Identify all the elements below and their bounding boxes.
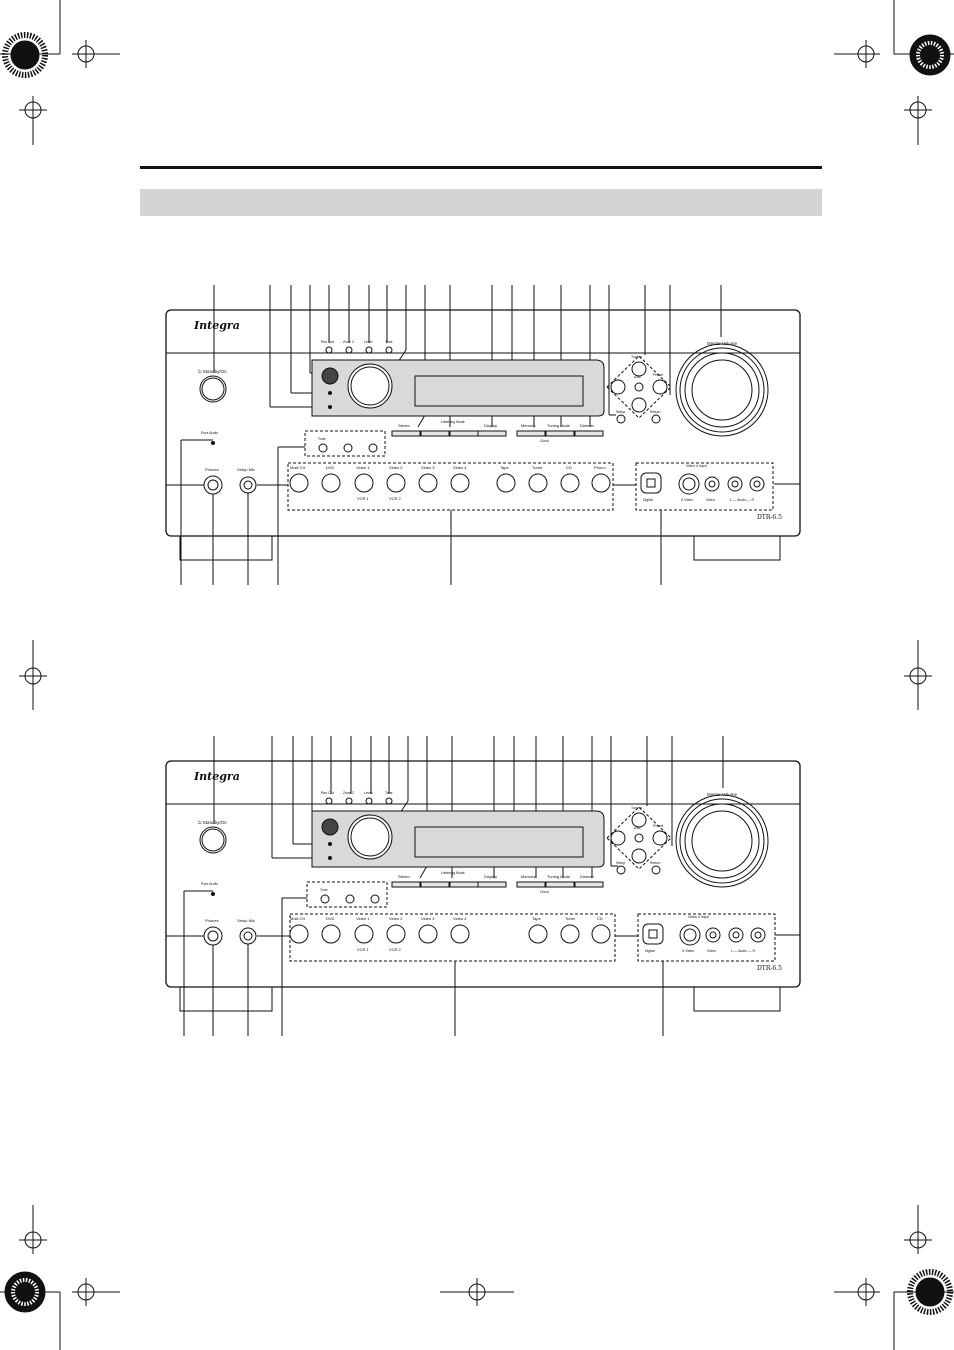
input-buttons-top bbox=[289, 473, 611, 493]
svg-text:Video 1: Video 1 bbox=[356, 916, 370, 921]
setup-mic-label: Setup Mic bbox=[237, 467, 255, 472]
svg-text:Video 1: Video 1 bbox=[356, 465, 370, 470]
phones-label: Phones bbox=[205, 467, 219, 472]
svg-text:Tape: Tape bbox=[532, 916, 541, 921]
video-label-2: Video bbox=[707, 949, 716, 953]
memory-label: Memory bbox=[521, 423, 535, 428]
svg-text:VCR 2: VCR 2 bbox=[389, 496, 402, 501]
svg-text:Tuner: Tuner bbox=[532, 465, 543, 470]
input-labels-bottom: Multi CH DVD Video 1 Video 2 Video 3 Vid… bbox=[290, 916, 603, 952]
level-label: Level bbox=[364, 340, 373, 344]
tone-label-2: Tone bbox=[385, 791, 393, 795]
audio-lr-label: L — Audio — R bbox=[730, 498, 754, 502]
enter-label-2: Enter bbox=[634, 826, 641, 830]
pure-audio-label-2: Pure Audio bbox=[201, 882, 218, 886]
svg-text:Multi CH: Multi CH bbox=[290, 465, 305, 470]
svg-text:Video 4: Video 4 bbox=[453, 465, 467, 470]
video-input-label: Video 4 Input bbox=[686, 464, 707, 468]
level-label-2: Level bbox=[364, 791, 373, 795]
stereo-label: Stereo bbox=[398, 423, 411, 428]
enter-label: Enter bbox=[634, 375, 641, 379]
svg-text:Tape: Tape bbox=[500, 465, 509, 470]
svg-text:Phono: Phono bbox=[594, 465, 606, 470]
display-label-2: Display bbox=[484, 874, 497, 879]
rec-out-label: Rec Out bbox=[321, 340, 334, 344]
front-panel-diagram-2: Integra ⏻ Standby/On Master Volume Rec O… bbox=[165, 736, 801, 1036]
preset-label: Preset bbox=[653, 373, 663, 377]
model-label: DTR-6.5 bbox=[757, 514, 782, 521]
rec-out-label-2: Rec Out bbox=[321, 791, 334, 795]
digital-label-2: Digital bbox=[645, 949, 655, 953]
s-video-label: S Video bbox=[681, 498, 693, 502]
tuning-label-2: Tuning bbox=[631, 806, 642, 810]
tone-small-label-2: Tone bbox=[320, 888, 328, 892]
setup-mic-label-2: Setup Mic bbox=[237, 918, 255, 923]
svg-text:VCR 1: VCR 1 bbox=[357, 947, 370, 952]
phones-label-2: Phones bbox=[205, 918, 219, 923]
callout-lines-top bbox=[213, 285, 722, 428]
return-label-2: Return bbox=[650, 861, 661, 865]
zone2-label-2: Zone 2 bbox=[343, 791, 354, 795]
svg-text:VCR 2: VCR 2 bbox=[389, 947, 402, 952]
standby-label-2: ⏻ Standby/On bbox=[198, 820, 227, 825]
clock-label: Clock bbox=[540, 439, 549, 443]
video-label: Video bbox=[706, 498, 715, 502]
nav-cluster bbox=[606, 355, 672, 424]
input-labels-top: Multi CH DVD Video 1 Video 2 Video 3 Vid… bbox=[290, 465, 606, 501]
tuning-mode-label-2: Tuning Mode bbox=[547, 874, 571, 879]
standby-label: ⏻ Standby/On bbox=[198, 369, 227, 374]
svg-text:Video 3: Video 3 bbox=[421, 916, 435, 921]
setup-label: Setup bbox=[616, 410, 625, 414]
master-volume-label-2: Master Volume bbox=[707, 792, 738, 797]
display-label: Display bbox=[484, 423, 497, 428]
callout-lines-bottom bbox=[166, 439, 662, 585]
return-label: Return bbox=[650, 410, 661, 414]
audio-lr-label-2: L — Audio — R bbox=[731, 949, 755, 953]
svg-text:Video 4: Video 4 bbox=[453, 916, 467, 921]
crosshair-targets bbox=[19, 40, 932, 1306]
svg-text:DVD: DVD bbox=[326, 916, 335, 921]
svg-text:Multi CH: Multi CH bbox=[290, 916, 305, 921]
memory-label-2: Memory bbox=[521, 874, 535, 879]
listening-mode-label-2: Listening Mode bbox=[441, 871, 465, 875]
header-rule bbox=[140, 166, 822, 169]
svg-text:Video 2: Video 2 bbox=[389, 465, 403, 470]
tone-label: Tone bbox=[385, 340, 393, 344]
master-volume-label: Master Volume bbox=[707, 341, 738, 346]
starburst-marks bbox=[2, 32, 953, 1315]
tuning-mode-label: Tuning Mode bbox=[547, 423, 571, 428]
svg-text:Video 2: Video 2 bbox=[389, 916, 403, 921]
front-panel-diagram-1: Integra ⏻ Standby/On Master Volume Rec O… bbox=[165, 285, 801, 585]
dimmer-label: Dimmer bbox=[580, 423, 595, 428]
brand-logo: Integra bbox=[193, 319, 240, 332]
clock-label-2: Clock bbox=[540, 890, 549, 894]
tuning-label: Tuning bbox=[631, 355, 642, 359]
svg-text:Video 3: Video 3 bbox=[421, 465, 435, 470]
svg-text:CD: CD bbox=[566, 465, 572, 470]
svg-text:Tuner: Tuner bbox=[565, 916, 576, 921]
zone2-label: Zone 2 bbox=[343, 340, 354, 344]
video-input-label-2: Video 4 Input bbox=[688, 915, 709, 919]
pure-audio-label: Pure Audio bbox=[201, 431, 218, 435]
digital-label: Digital bbox=[643, 498, 653, 502]
s-video-label-2: S Video bbox=[682, 949, 694, 953]
listening-mode-label: Listening Mode bbox=[441, 420, 465, 424]
svg-text:DVD: DVD bbox=[326, 465, 335, 470]
model-label-2: DTR-6.5 bbox=[757, 965, 782, 972]
brand-logo-2: Integra bbox=[193, 770, 240, 783]
svg-text:VCR 1: VCR 1 bbox=[357, 496, 370, 501]
stereo-label-2: Stereo bbox=[398, 874, 411, 879]
setup-label-2: Setup bbox=[616, 861, 625, 865]
tone-small-label: Tone bbox=[318, 437, 326, 441]
preset-label-2: Preset bbox=[653, 824, 663, 828]
input-buttons-bottom bbox=[289, 924, 611, 944]
dimmer-label-2: Dimmer bbox=[580, 874, 595, 879]
svg-text:CD: CD bbox=[597, 916, 603, 921]
section-title-bar bbox=[140, 189, 822, 216]
